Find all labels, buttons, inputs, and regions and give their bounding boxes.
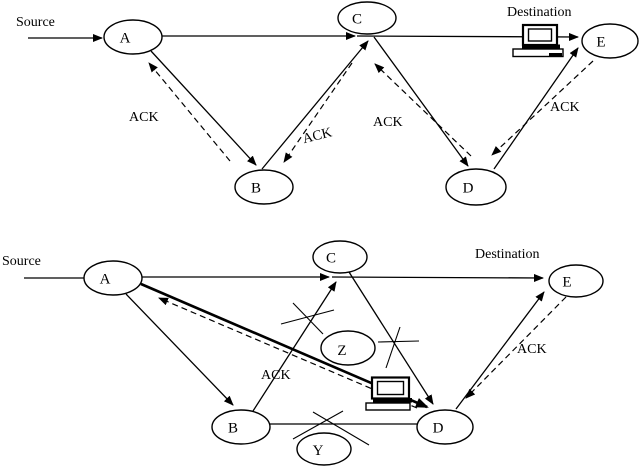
computer-keyboard [522, 44, 560, 49]
node-label: Y [313, 443, 324, 459]
broken-link-x-b-d [292, 410, 370, 446]
top-ack-label-e-d: ACK [550, 100, 580, 115]
bottom-node-d: D [416, 409, 474, 445]
bottom-link-b-c [252, 281, 337, 412]
x-stroke [377, 340, 420, 343]
bottom-diagram: A B C D E Z Y [2, 240, 604, 466]
bottom-node-z: Z [320, 330, 376, 366]
computer-base [365, 402, 411, 411]
computer-keyboard [373, 398, 412, 403]
node-label: A [100, 272, 111, 288]
node-label: C [326, 251, 336, 267]
node-ellipse [103, 19, 163, 55]
computer-screen [527, 28, 553, 42]
top-link-c-d [373, 36, 469, 167]
top-ack-arrow-b-a [148, 62, 231, 162]
broken-link-x-b-c [280, 302, 335, 335]
node-label: C [352, 12, 362, 28]
top-source-label: Source [16, 15, 55, 30]
bottom-ack-label-d-a: ACK [261, 368, 291, 383]
top-ack-label-b-a: ACK [129, 110, 159, 125]
top-ack-label-c-b: ACK [301, 125, 333, 147]
top-node-b: B [234, 169, 294, 205]
top-destination-label: Destination [507, 5, 572, 20]
node-ellipse [548, 264, 604, 298]
computer-base-shadow [549, 53, 562, 57]
x-stroke [385, 326, 401, 369]
node-ellipse [337, 1, 397, 35]
bottom-node-e: E [548, 264, 604, 298]
node-label: A [120, 31, 131, 47]
bottom-ack-label-e-d: ACK [517, 342, 547, 357]
top-link-a-b [150, 50, 257, 166]
bottom-node-c: C [312, 240, 368, 274]
top-link-d-e [493, 47, 579, 170]
node-ellipse [581, 23, 639, 59]
bottom-source-label: Source [2, 254, 41, 269]
top-node-c: C [337, 1, 397, 35]
x-stroke [312, 411, 370, 446]
node-label: E [596, 35, 605, 51]
bottom-link-a-b [125, 293, 234, 406]
node-label: Z [337, 343, 346, 359]
top-node-d: D [445, 168, 507, 206]
node-ellipse [296, 432, 352, 466]
top-ack-label-d-c: ACK [373, 115, 403, 130]
bottom-ack-arrow-d-a [158, 297, 418, 409]
top-diagram: A B C D E Source Destination ACK [16, 1, 639, 206]
computer-screen [376, 380, 405, 396]
bottom-node-y: Y [296, 432, 352, 466]
node-ellipse [320, 330, 376, 366]
top-node-a: A [103, 19, 163, 55]
top-node-e: E [581, 23, 639, 59]
node-label: D [433, 421, 444, 437]
node-label: D [463, 181, 474, 197]
node-ellipse [211, 409, 271, 445]
bottom-ack-arrow-e-d [465, 296, 567, 399]
bottom-destination-label: Destination [475, 247, 540, 262]
bottom-link-c-d [348, 271, 434, 405]
x-stroke [292, 302, 324, 335]
bottom-node-b: B [211, 409, 271, 445]
node-label: B [228, 421, 238, 437]
node-label: E [562, 275, 571, 291]
bottom-link-c-e [331, 273, 544, 282]
top-ack-arrow-d-c [374, 63, 472, 157]
x-stroke [280, 309, 335, 325]
node-ellipse [83, 260, 143, 296]
broken-link-x-c-d [377, 326, 420, 369]
node-ellipse [234, 169, 294, 205]
node-ellipse [312, 240, 368, 274]
computer-base [512, 48, 564, 58]
computer-icon [512, 23, 564, 58]
top-ack-arrow-c-b [283, 62, 353, 163]
node-label: B [251, 181, 261, 197]
node-ellipse [416, 409, 474, 445]
top-link-b-c [261, 40, 369, 170]
computer-icon [365, 376, 412, 411]
top-ack-arrow-e-d [491, 60, 594, 156]
bottom-node-a: A [83, 260, 143, 296]
node-ellipse [445, 168, 507, 206]
x-stroke [292, 410, 344, 440]
